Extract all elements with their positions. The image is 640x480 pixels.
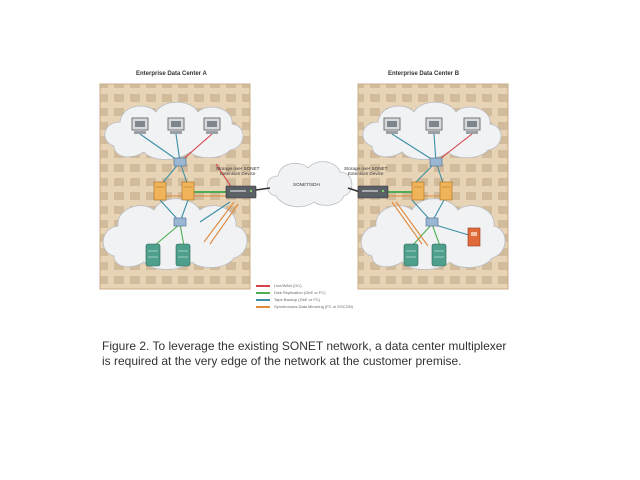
- storage-icon: [431, 243, 447, 267]
- diagram-canvas: [99, 83, 509, 290]
- computer-icon: [203, 117, 221, 134]
- cloud-b-bottom: [360, 198, 506, 270]
- data-center-a-title: Enterprise Data Center A: [136, 71, 207, 77]
- storage-icon: [175, 243, 191, 267]
- legend-label: Tape Backup (GbE or FC): [274, 297, 321, 302]
- storage-icon: [145, 243, 161, 267]
- server-icon: [181, 181, 195, 201]
- legend-swatch: [256, 298, 270, 301]
- computer-icon: [167, 117, 185, 134]
- network-diagram: Enterprise Data Center A Enterprise Data…: [96, 64, 522, 320]
- legend-swatch: [256, 291, 270, 294]
- computer-icon: [463, 117, 481, 134]
- switch-icon: [173, 157, 187, 167]
- computers-a: [131, 117, 221, 134]
- storage-icon: [403, 243, 419, 267]
- caption-line: is required at the very edge of the netw…: [102, 354, 462, 368]
- legend-item: Line/WAN (OC): [256, 282, 356, 289]
- switch-icon: [429, 157, 443, 167]
- legend-swatch: [256, 284, 270, 287]
- legend: Line/WAN (OC) Disk Replication (GbE or F…: [256, 282, 356, 310]
- server-icon: [439, 181, 453, 201]
- cloud-a-bottom: [102, 198, 248, 270]
- mux-b-label: Storage over SONET Extension Device: [344, 166, 388, 176]
- cloud-b-top: [362, 101, 502, 160]
- computer-icon: [131, 117, 149, 134]
- wan-cloud: [266, 161, 353, 208]
- caption-line: Figure 2. To leverage the existing SONET…: [102, 339, 507, 353]
- switch-icon: [173, 217, 187, 227]
- figure-caption: Figure 2. To leverage the existing SONET…: [102, 339, 542, 369]
- computer-icon: [383, 117, 401, 134]
- computer-icon: [425, 117, 443, 134]
- legend-label: Disk Replication (GbE or FC): [274, 290, 326, 295]
- legend-item: Tape Backup (GbE or FC): [256, 296, 356, 303]
- legend-label: Synchronous Data Mirroring (FC or ESCON): [274, 304, 353, 309]
- legend-item: Disk Replication (GbE or FC): [256, 289, 356, 296]
- mux-b-device-icon: [357, 185, 389, 199]
- mux-a-label: Storage over SONET Extension Device: [216, 166, 260, 176]
- legend-item: Synchronous Data Mirroring (FC or ESCON): [256, 303, 356, 310]
- data-center-b-title: Enterprise Data Center B: [388, 71, 460, 77]
- server-icon: [411, 181, 425, 201]
- wan-label: SONET/SDH: [293, 182, 320, 187]
- switch-icon: [425, 217, 439, 227]
- computers-b: [383, 117, 481, 134]
- cloud-a-top: [104, 101, 244, 160]
- mux-a-device-icon: [225, 185, 257, 199]
- links-a: [139, 133, 239, 247]
- tape-library-icon: [467, 227, 481, 247]
- legend-swatch: [256, 305, 270, 308]
- server-icon: [153, 181, 167, 201]
- legend-label: Line/WAN (OC): [274, 283, 302, 288]
